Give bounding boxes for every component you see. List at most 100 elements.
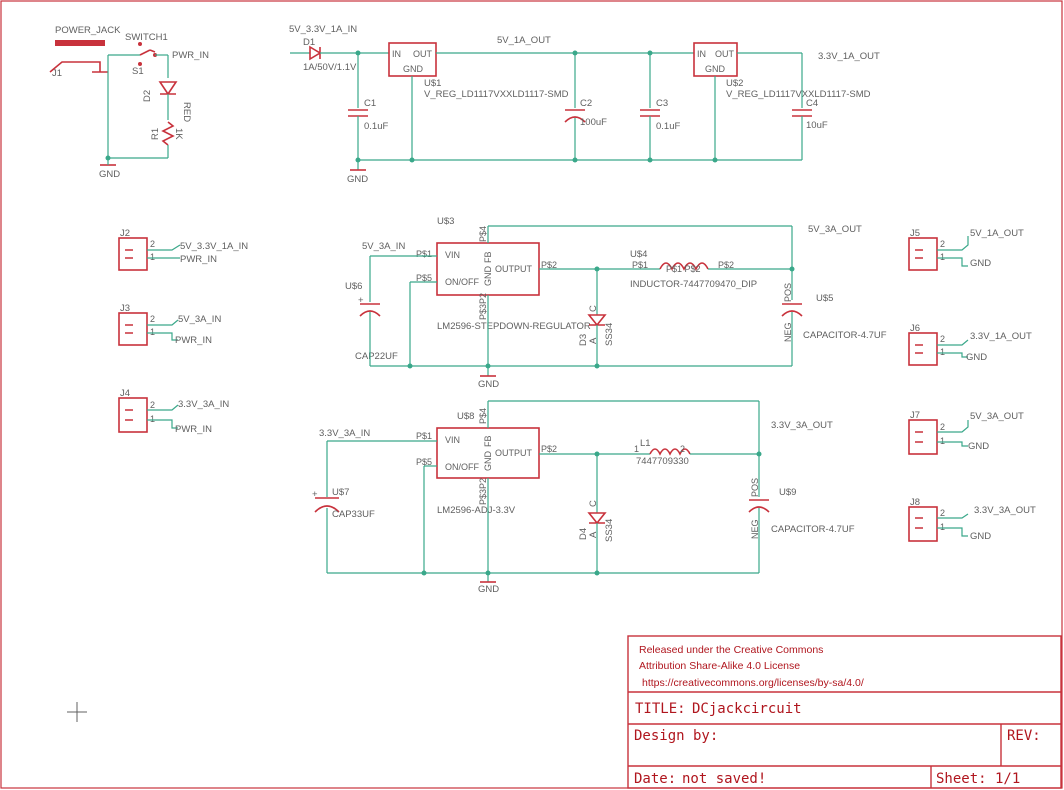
- j4-pin2: 2: [150, 400, 155, 410]
- d3-label: D3: [578, 334, 589, 346]
- l1-value: 7447709330: [636, 456, 689, 467]
- j6-net1: GND: [966, 352, 987, 363]
- j4-label: J4: [120, 388, 130, 399]
- diode-d1-symbol: [309, 45, 322, 61]
- j3-label: J3: [120, 303, 130, 314]
- license-line-1: Released under the Creative Commons: [639, 644, 823, 656]
- out-3v3-label: 3.3V_1A_OUT: [818, 51, 880, 62]
- j3-pin2: 2: [150, 314, 155, 324]
- c2-symbol: [564, 109, 586, 123]
- u9-neg: NEG: [750, 519, 760, 539]
- u6-label: U$6: [345, 281, 362, 292]
- u5-cap-symbol: [781, 303, 803, 317]
- pwr-in-label: PWR_IN: [172, 50, 209, 61]
- date-label: Date:: [634, 771, 676, 787]
- j5-label: J5: [910, 228, 920, 239]
- u7-plus: +: [312, 489, 318, 500]
- u1-gnd-pin: GND: [403, 64, 424, 74]
- inductor-l1-symbol: [649, 448, 691, 456]
- j7-net1: GND: [968, 441, 989, 452]
- title-block: Released under the Creative Commons Attr…: [627, 635, 1062, 789]
- u7-label: U$7: [332, 487, 349, 498]
- ldo-section: 5V_3.3V_1A_IN D1 1A/50V/1.1V IN OUT GND …: [289, 24, 880, 185]
- connector-j5: J5 2 1 5V_1A_OUT GND: [908, 228, 1024, 271]
- d4-value: SS34: [604, 519, 615, 542]
- led-d2-symbol: [158, 81, 178, 96]
- u8-onoff-pin: ON/OFF: [445, 462, 479, 472]
- l1-label: L1: [640, 438, 651, 449]
- c4-symbol: [792, 109, 812, 117]
- gnd-b-label: GND: [347, 174, 368, 185]
- buck-5v-section: U$3 5V_3A_IN VIN ON/OFF OUTPUT GND FB P$…: [345, 216, 887, 390]
- u7-value: CAP33UF: [332, 509, 375, 520]
- j5-pin1: 1: [940, 252, 945, 262]
- u8-p5: P$5: [416, 457, 432, 467]
- u3-p4: P$4: [478, 226, 488, 242]
- u9-pos: POS: [750, 478, 760, 497]
- diode-d4-symbol: [587, 512, 607, 525]
- gnd-bottom-label: GND: [478, 584, 499, 595]
- j3-pin1: 1: [150, 327, 155, 337]
- u5-value: CAPACITOR-4.7UF: [803, 330, 887, 341]
- power-jack-section: POWER_JACK J1 SWITCH1 S1 PWR_IN D2 RED R…: [49, 25, 209, 180]
- u6-cap-symbol: [359, 303, 381, 317]
- u9-value: CAPACITOR-4.7UF: [771, 524, 855, 535]
- out-5v3a-label: 5V_3A_OUT: [808, 224, 862, 235]
- u6-value: CAP22UF: [355, 351, 398, 362]
- j4-net2: 3.3V_3A_IN: [178, 399, 229, 410]
- out-3v3-3a-label: 3.3V_3A_OUT: [771, 420, 833, 431]
- j1-label: J1: [52, 68, 62, 79]
- d3-a: A: [588, 337, 599, 344]
- u2-gnd-pin: GND: [705, 64, 726, 74]
- j7-pin2: 2: [940, 422, 945, 432]
- u3-p3p2: P$3P2: [478, 293, 488, 320]
- u1-in-pin: IN: [392, 49, 401, 59]
- u2-value: V_REG_LD1117VXXLD1117-SMD: [726, 89, 871, 100]
- c3-value: 0.1uF: [656, 121, 680, 132]
- j6-pin2: 2: [940, 334, 945, 344]
- j7-net2: 5V_3A_OUT: [970, 411, 1024, 422]
- in-3v3-label: 3.3V_3A_IN: [319, 428, 370, 439]
- c2-value: 100uF: [580, 117, 607, 128]
- r1-label: R1: [150, 128, 161, 140]
- u9-label: U$9: [779, 487, 796, 498]
- d3-c: C: [588, 305, 599, 312]
- u7-cap-symbol: [314, 497, 340, 513]
- connector-j4: J4 2 1 3.3V_3A_IN PWR_IN: [118, 388, 229, 435]
- u2-out-pin: OUT: [715, 49, 735, 59]
- u5-neg: NEG: [783, 322, 793, 342]
- license-line-3: https://creativecommons.org/licenses/by-…: [642, 677, 864, 689]
- s1-label: S1: [132, 66, 144, 77]
- j5-pin2: 2: [940, 239, 945, 249]
- u2-in-pin: IN: [697, 49, 706, 59]
- j2-pin2: 2: [150, 239, 155, 249]
- connector-j2: J2 2 1 5V_3.3V_1A_IN PWR_IN: [118, 228, 248, 271]
- j5-net2: 5V_1A_OUT: [970, 228, 1024, 239]
- u2-label: U$2: [726, 78, 743, 89]
- gnd-a-label: GND: [99, 169, 120, 180]
- l1-pin1: 1: [634, 444, 639, 454]
- sheet-value: 1/1: [995, 771, 1020, 787]
- u3-output-pin: OUTPUT: [495, 264, 533, 274]
- j8-net2: 3.3V_3A_OUT: [974, 505, 1036, 516]
- j7-label: J7: [910, 410, 920, 421]
- design-by-label: Design by:: [634, 728, 718, 744]
- out-5v-label: 5V_1A_OUT: [497, 35, 551, 46]
- c1-symbol: [348, 109, 368, 117]
- d1-label: D1: [303, 37, 315, 48]
- rev-label: REV:: [1007, 728, 1041, 744]
- d3-value: SS34: [604, 323, 615, 346]
- j6-pin1: 1: [940, 347, 945, 357]
- connector-j8: J8 2 1 3.3V_3A_OUT GND: [908, 497, 1036, 542]
- connector-j7: J7 2 1 5V_3A_OUT GND: [908, 410, 1024, 455]
- j4-net1: PWR_IN: [175, 424, 212, 435]
- in-5v-label: 5V_3A_IN: [362, 241, 405, 252]
- u1-value: V_REG_LD1117VXXLD1117-SMD: [424, 89, 569, 100]
- d2-color-label: RED: [181, 102, 192, 122]
- connector-j6: J6 2 1 3.3V_1A_OUT GND: [908, 323, 1032, 366]
- c1-value: 0.1uF: [364, 121, 388, 132]
- u3-p1: P$1: [416, 249, 432, 259]
- in-net-label: 5V_3.3V_1A_IN: [289, 24, 357, 35]
- sheet-label: Sheet:: [936, 771, 987, 787]
